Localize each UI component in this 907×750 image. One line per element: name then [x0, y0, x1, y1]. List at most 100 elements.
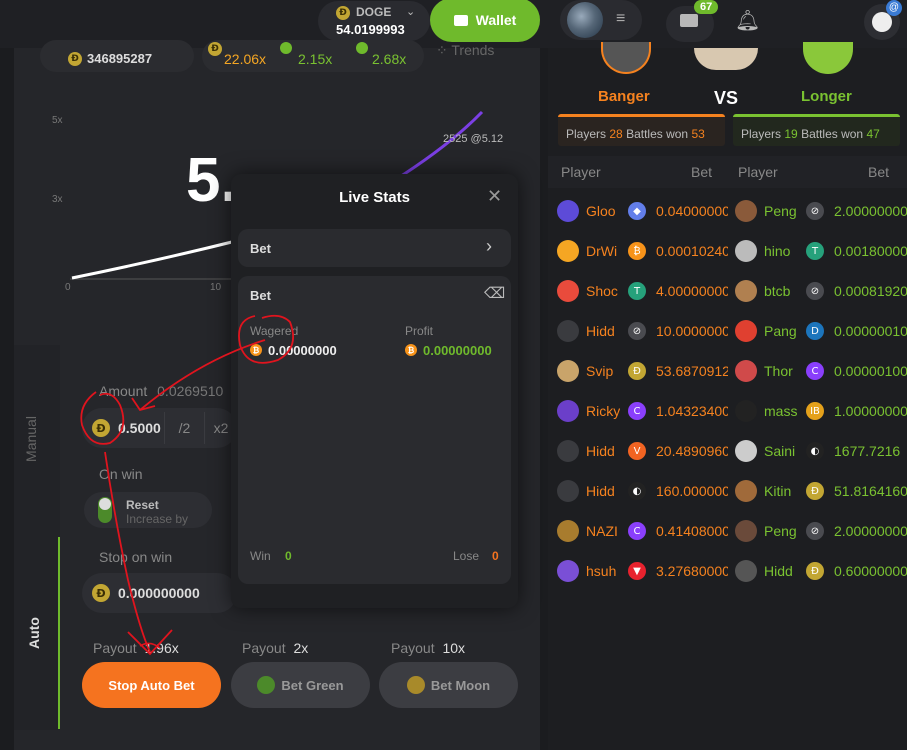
bet-amount: 0.00180000 — [834, 243, 907, 259]
player-avatar[interactable] — [735, 240, 757, 262]
player-name[interactable]: Kitin — [764, 483, 792, 499]
player-avatar[interactable] — [557, 520, 579, 542]
stop-auto-bet-button[interactable]: Stop Auto Bet — [82, 662, 221, 708]
close-icon[interactable]: ✕ — [487, 186, 503, 206]
player-avatar[interactable] — [557, 440, 579, 462]
profile-button[interactable]: @ — [864, 0, 902, 40]
bet-amount: 1.00000000 — [834, 403, 907, 419]
xlm-coin-icon: ⊘ — [806, 202, 824, 220]
y-tick-label: 3x — [52, 194, 63, 205]
stop-on-win-label: Stop on win — [99, 549, 173, 565]
player-avatar[interactable] — [557, 240, 579, 262]
longer-mascot — [803, 42, 853, 74]
wallet-icon — [453, 14, 468, 26]
player-avatar[interactable] — [557, 560, 579, 582]
player-name[interactable]: Gloo — [586, 203, 616, 219]
team-right-stats: Players 19 Battles won 47 — [733, 114, 900, 146]
banger-mascot — [601, 42, 651, 74]
player-name[interactable]: btcb — [764, 283, 791, 299]
tab-auto-indicator — [58, 537, 60, 729]
amount-input[interactable]: Ð 0.5000 /2 x2 — [82, 408, 237, 448]
green-dot-icon — [280, 42, 292, 54]
player-name[interactable]: Ricky — [586, 403, 620, 419]
stop-on-win-input[interactable]: Ð 0.000000000 — [82, 573, 237, 613]
user-menu[interactable]: ≡ — [560, 0, 642, 40]
player-avatar[interactable] — [735, 360, 757, 382]
player-name[interactable]: Shoc — [586, 283, 618, 299]
cvc-coin-icon: ◐ — [628, 482, 646, 500]
player-name[interactable]: Svip — [586, 363, 614, 379]
player-avatar[interactable] — [557, 280, 579, 302]
celo-coin-icon: C — [806, 362, 824, 380]
profit-value: 0.00000000 — [423, 343, 492, 358]
player-avatar[interactable] — [735, 280, 757, 302]
eraser-icon[interactable]: ⌫ — [484, 285, 506, 302]
bet-green-button[interactable]: Bet Green — [231, 662, 370, 708]
live-stats-modal: Live Stats ✕ Bet › Bet ⌫ Wagered ₿ 0.000… — [231, 174, 518, 608]
vs-mascot — [694, 48, 758, 70]
player-name[interactable]: DrWi — [586, 243, 618, 259]
amount-hint: 0.0269510 — [157, 383, 224, 399]
bell-icon[interactable]: 🔔︎ — [735, 10, 761, 32]
on-win-control[interactable]: Reset Increase by — [84, 492, 212, 528]
lose-label: Lose — [453, 549, 480, 563]
player-name[interactable]: Saini — [764, 443, 796, 459]
player-avatar[interactable] — [735, 560, 757, 582]
recent-results[interactable]: Ð 22.06x 2.15x 2.68x — [202, 40, 424, 72]
players-label: Players — [741, 127, 782, 141]
player-avatar[interactable] — [735, 520, 757, 542]
player-avatar[interactable] — [735, 400, 757, 422]
player-avatar[interactable] — [735, 320, 757, 342]
mail-button[interactable]: 67 — [666, 0, 719, 42]
player-name[interactable]: Hidd — [586, 323, 615, 339]
bet-amount: 2.00000000 — [834, 203, 907, 219]
modal-title: Live Stats — [339, 189, 410, 206]
double-button[interactable]: x2 — [204, 412, 237, 444]
player-name[interactable]: Peng — [764, 203, 797, 219]
trends-button[interactable]: ⁘ Trends — [436, 42, 494, 59]
bet-moon-button[interactable]: Bet Moon — [379, 662, 518, 708]
tab-manual[interactable]: Manual — [22, 416, 39, 462]
wagered-label: Wagered — [250, 324, 299, 338]
player-avatar[interactable] — [557, 360, 579, 382]
half-button[interactable]: /2 — [164, 412, 204, 444]
lose-value: 0 — [492, 549, 499, 563]
bet-amount: 0.00010240 — [656, 243, 728, 259]
moon-dot-icon — [406, 676, 425, 694]
player-name[interactable]: Hidd — [586, 443, 615, 459]
player-name[interactable]: NAZI — [586, 523, 618, 539]
header-bet-left: Bet — [691, 164, 713, 180]
currency-selector[interactable]: Ð DOGE ⌄ 54.0199993 — [318, 1, 430, 41]
player-avatar[interactable] — [557, 320, 579, 342]
player-avatar[interactable] — [557, 480, 579, 502]
recent-result-1: 22.06x — [224, 51, 267, 67]
player-name[interactable]: hino — [764, 243, 791, 259]
profile-badge: @ — [886, 0, 902, 16]
bet-amount: 160.000000 — [656, 483, 728, 499]
player-name[interactable]: Pang — [764, 323, 797, 339]
player-avatar[interactable] — [557, 200, 579, 222]
player-avatar[interactable] — [735, 200, 757, 222]
player-name[interactable]: Thor — [764, 363, 793, 379]
player-name[interactable]: hsuh — [586, 563, 617, 579]
stats-type-dropdown[interactable]: Bet › — [238, 229, 511, 267]
tab-auto[interactable]: Auto — [25, 617, 42, 649]
trends-label: Trends — [451, 42, 495, 58]
player-name[interactable]: Peng — [764, 523, 797, 539]
ib-coin-icon: IB — [806, 402, 824, 420]
bet-green-label: Bet Green — [281, 677, 344, 693]
player-name[interactable]: Hidd — [764, 563, 793, 579]
player-name[interactable]: mass — [764, 403, 798, 419]
player-avatar[interactable] — [557, 400, 579, 422]
player-name[interactable]: Hidd — [586, 483, 615, 499]
dropdown-label: Bet — [250, 241, 271, 256]
jackpot-pill: Ð 346895287 — [40, 40, 194, 72]
player-avatar[interactable] — [735, 440, 757, 462]
bet-amount: 51.8164160 — [834, 483, 907, 499]
player-avatar[interactable] — [735, 480, 757, 502]
wallet-button[interactable]: Wallet — [430, 0, 540, 42]
toggle-knob — [99, 498, 111, 510]
